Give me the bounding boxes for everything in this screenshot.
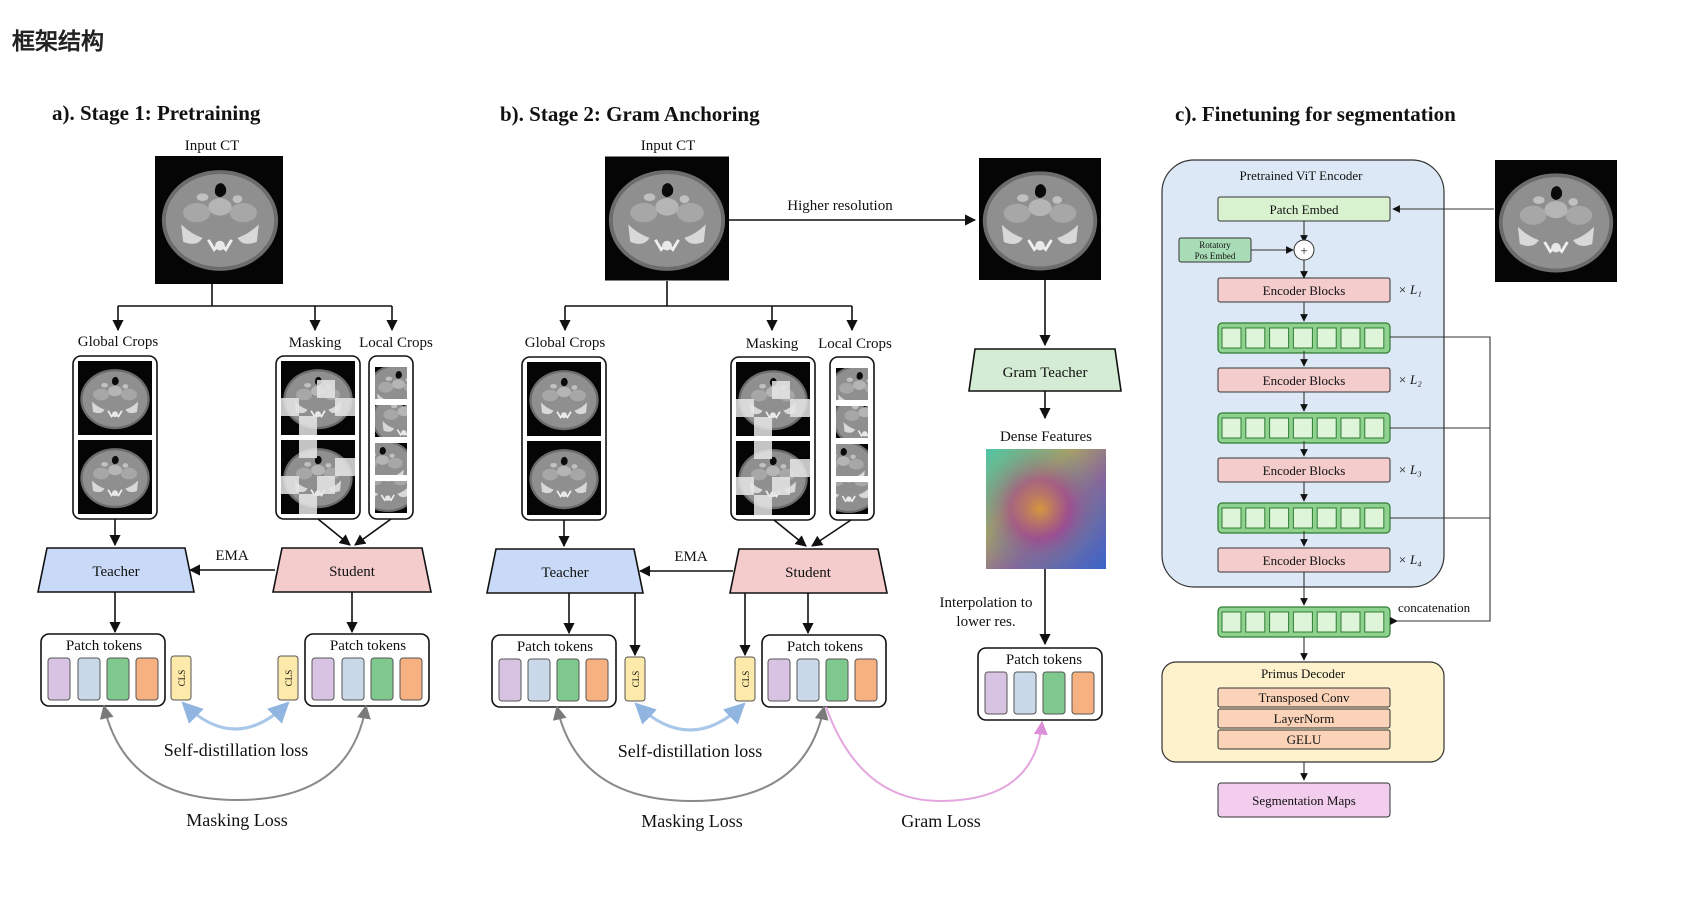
stage1-self-distillation-arc	[181, 701, 290, 731]
gram-patch-tokens	[977, 647, 1103, 721]
stage2-student-cls	[734, 656, 756, 702]
stage2-student-cls-label: CLS	[741, 671, 751, 688]
stage2-student-patch-tokens-label: Patch tokens	[787, 639, 863, 655]
encoder-multiplier-3: × L₃	[1398, 462, 1422, 477]
page-title: 框架结构	[12, 29, 104, 55]
encoder-token-row-2	[1217, 412, 1391, 444]
encoder-block-label-1: Encoder Blocks	[1263, 283, 1346, 298]
stage1-title: a). Stage 1: Pretraining	[52, 101, 261, 125]
decoder-layer-label-3: GELU	[1287, 732, 1322, 747]
gram-teacher-label: Gram Teacher	[1003, 365, 1088, 381]
stage1-masking-loss-label: Masking Loss	[186, 810, 288, 830]
stage1-input-ct-image	[158, 156, 282, 281]
rotary-label-line1: Rotatory	[1199, 240, 1231, 250]
decoder-layer-label-1: Transposed Conv	[1259, 690, 1350, 705]
stage1-mask-patches	[281, 380, 355, 514]
encoder-stack: Encoder Blocks × L₁ Encoder Blocks × L₂ Enco…	[1217, 277, 1422, 638]
rotary-label-line2: Pos Embed	[1195, 251, 1236, 261]
stage2-student	[729, 548, 888, 594]
decoder-title: Primus Decoder	[1261, 666, 1346, 681]
concatenated-token-row	[1217, 606, 1391, 638]
stage1-teacher-cls	[170, 655, 192, 701]
decoder-layer-3	[1217, 729, 1391, 750]
decoder-layer-2	[1217, 708, 1391, 729]
dense-features-map	[986, 449, 1106, 569]
stage2-student-label: Student	[785, 565, 832, 581]
stage2-masking-arc	[552, 705, 829, 803]
interpolation-label-line1: Interpolation to	[940, 595, 1033, 611]
encoder-block-label-2: Encoder Blocks	[1263, 373, 1346, 388]
stage1-teacher-cls-label: CLS	[177, 670, 187, 687]
gram-loss-arc	[825, 706, 1048, 803]
stage1-student	[272, 547, 432, 593]
stage2-teacher-patch-tokens-label: Patch tokens	[517, 639, 593, 655]
gram-loss-label: Gram Loss	[901, 811, 981, 831]
encoder-multiplier-4: × L₄	[1398, 552, 1422, 567]
stage2-masking-label: Masking	[746, 336, 799, 352]
stage2-mask-patches	[736, 381, 810, 515]
encoder-title: Pretrained ViT Encoder	[1240, 168, 1364, 183]
stage1-student-cls-label: CLS	[284, 670, 294, 687]
segmentation-maps-block	[1217, 782, 1391, 818]
stage1-ema-label: EMA	[215, 548, 249, 564]
stage1-teacher	[37, 547, 195, 593]
encoder-block-label-3: Encoder Blocks	[1263, 463, 1346, 478]
stage1-masking-arc	[99, 704, 371, 802]
stage2-ema-label: EMA	[674, 549, 708, 565]
stage2-masking-loss-label: Masking Loss	[641, 811, 743, 831]
stage2-self-distillation-label: Self-distillation loss	[618, 741, 763, 761]
stage2-student-token-row	[767, 658, 878, 702]
stage2-teacher-cls-label: CLS	[631, 671, 641, 688]
stage2-high-res-ct	[978, 158, 1102, 280]
stage2-input-label: Input CT	[641, 138, 696, 154]
stage2-teacher-cls	[624, 656, 646, 702]
stage2-teacher-token-row	[498, 658, 609, 702]
stage1-self-distillation-label: Self-distillation loss	[164, 740, 309, 760]
stage2-global-crop-1	[527, 362, 601, 436]
stage1-global-crops-label: Global Crops	[78, 334, 159, 350]
stage1-teacher-token-row	[47, 657, 159, 701]
stage2-self-distillation-arc	[634, 702, 746, 732]
decoder-layer-1	[1217, 687, 1391, 708]
stage1-student-cls	[277, 655, 299, 701]
encoder-token-row-1	[1217, 322, 1391, 354]
stage1-student-patch-tokens-label: Patch tokens	[330, 638, 406, 654]
encoder-multiplier-1: × L₁	[1398, 282, 1422, 297]
dense-features-label: Dense Features	[1000, 429, 1092, 445]
stage3-title: c). Finetuning for segmentation	[1175, 102, 1456, 126]
plus-label: +	[1300, 243, 1307, 258]
stage1-student-label: Student	[329, 564, 376, 580]
segmentation-maps-label: Segmentation Maps	[1252, 793, 1356, 808]
patch-embed-label: Patch Embed	[1270, 202, 1339, 217]
stage2-input-ct	[605, 156, 729, 281]
stage1-global-crop-1	[78, 361, 152, 435]
interpolation-label-line2: lower res.	[956, 614, 1015, 630]
stage1-student-token-row	[311, 657, 423, 701]
stage2-title: b). Stage 2: Gram Anchoring	[500, 102, 760, 126]
stage2-teacher	[486, 548, 644, 594]
stage1-teacher-patch-tokens-label: Patch tokens	[66, 638, 142, 654]
stage2-local-crops-label: Local Crops	[818, 336, 892, 352]
gram-teacher	[968, 348, 1122, 392]
higher-resolution-label: Higher resolution	[787, 198, 893, 214]
stage1-teacher-label: Teacher	[92, 564, 139, 580]
decoder-layer-label-2: LayerNorm	[1274, 711, 1335, 726]
stage2-teacher-label: Teacher	[541, 565, 588, 581]
stage2-global-crops-label: Global Crops	[525, 335, 606, 351]
skip-line-1	[1390, 336, 1491, 622]
stage1-input-label: Input CT	[185, 138, 240, 154]
stage1-local-crops-label: Local Crops	[359, 335, 433, 351]
stage1-global-crop-2	[78, 440, 152, 514]
concatenation-label: concatenation	[1398, 600, 1471, 615]
encoder-token-row-3	[1217, 502, 1391, 534]
stage2-global-crop-2	[527, 441, 601, 515]
gram-token-row	[984, 671, 1095, 715]
encoder-multiplier-2: × L₂	[1398, 372, 1422, 387]
stage3-input-ct	[1494, 160, 1618, 282]
gram-patch-tokens-label: Patch tokens	[1006, 652, 1082, 668]
encoder-block-label-4: Encoder Blocks	[1263, 553, 1346, 568]
stage1-masking-label: Masking	[289, 335, 342, 351]
